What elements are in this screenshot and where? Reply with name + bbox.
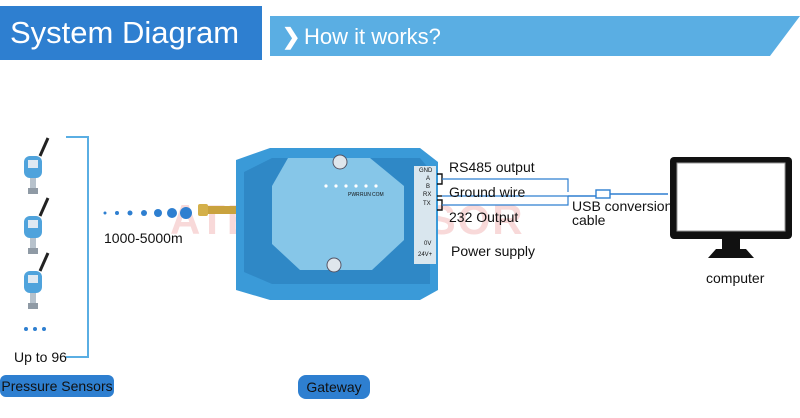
pressure-sensor-icon [24,137,50,194]
wire-rs232 [442,196,569,206]
chevron-right-icon: ❯ [282,24,301,49]
sensor-count-label: Up to 96 [14,349,67,365]
terminal-label-0v: 0V [424,241,432,247]
how-it-works-banner: ❯ How it works? [270,16,800,56]
more-sensors-dots [24,327,46,331]
pin-label-a: A [426,176,431,182]
terminal-label-24v: 24V+ [418,252,433,258]
banner-text: How it works? [304,24,441,49]
pin-label-b: B [426,184,431,190]
antenna-icon [198,204,238,216]
rs232-output-label: 232 Output [449,209,519,225]
power-supply-label: Power supply [451,243,536,259]
pin-label-tx: TX [423,201,431,207]
wire-rs485 [442,178,569,192]
gateway-label: Gateway [298,375,370,399]
computer-monitor-icon [670,157,792,258]
pin-label-rx: RX [423,192,432,198]
usb-conversion-label: USB conversion [572,198,673,214]
ground-wire-label: Ground wire [449,184,526,200]
indicator-label-pwr: PWR [348,192,360,198]
computer-label: computer [706,270,765,286]
pressure-sensor-icon [24,197,50,254]
indicator-label-com: COM [372,192,384,198]
pressure-sensors-label: Pressure Sensors [0,375,114,397]
rs485-output-label: RS485 output [449,159,535,175]
gateway-device [198,148,443,300]
indicator-label-run: RUN [360,192,371,198]
banner-background [270,16,800,56]
diagram-title: System Diagram [0,6,262,60]
range-label: 1000-5000m [104,230,183,246]
usb-cable-label: cable [572,212,606,228]
pin-label-gnd: GND [419,168,433,174]
sensor-group-bracket [66,136,89,358]
pressure-sensor-icon [24,252,50,309]
usb-cable [568,189,668,199]
wireless-signal-icon [103,207,192,219]
